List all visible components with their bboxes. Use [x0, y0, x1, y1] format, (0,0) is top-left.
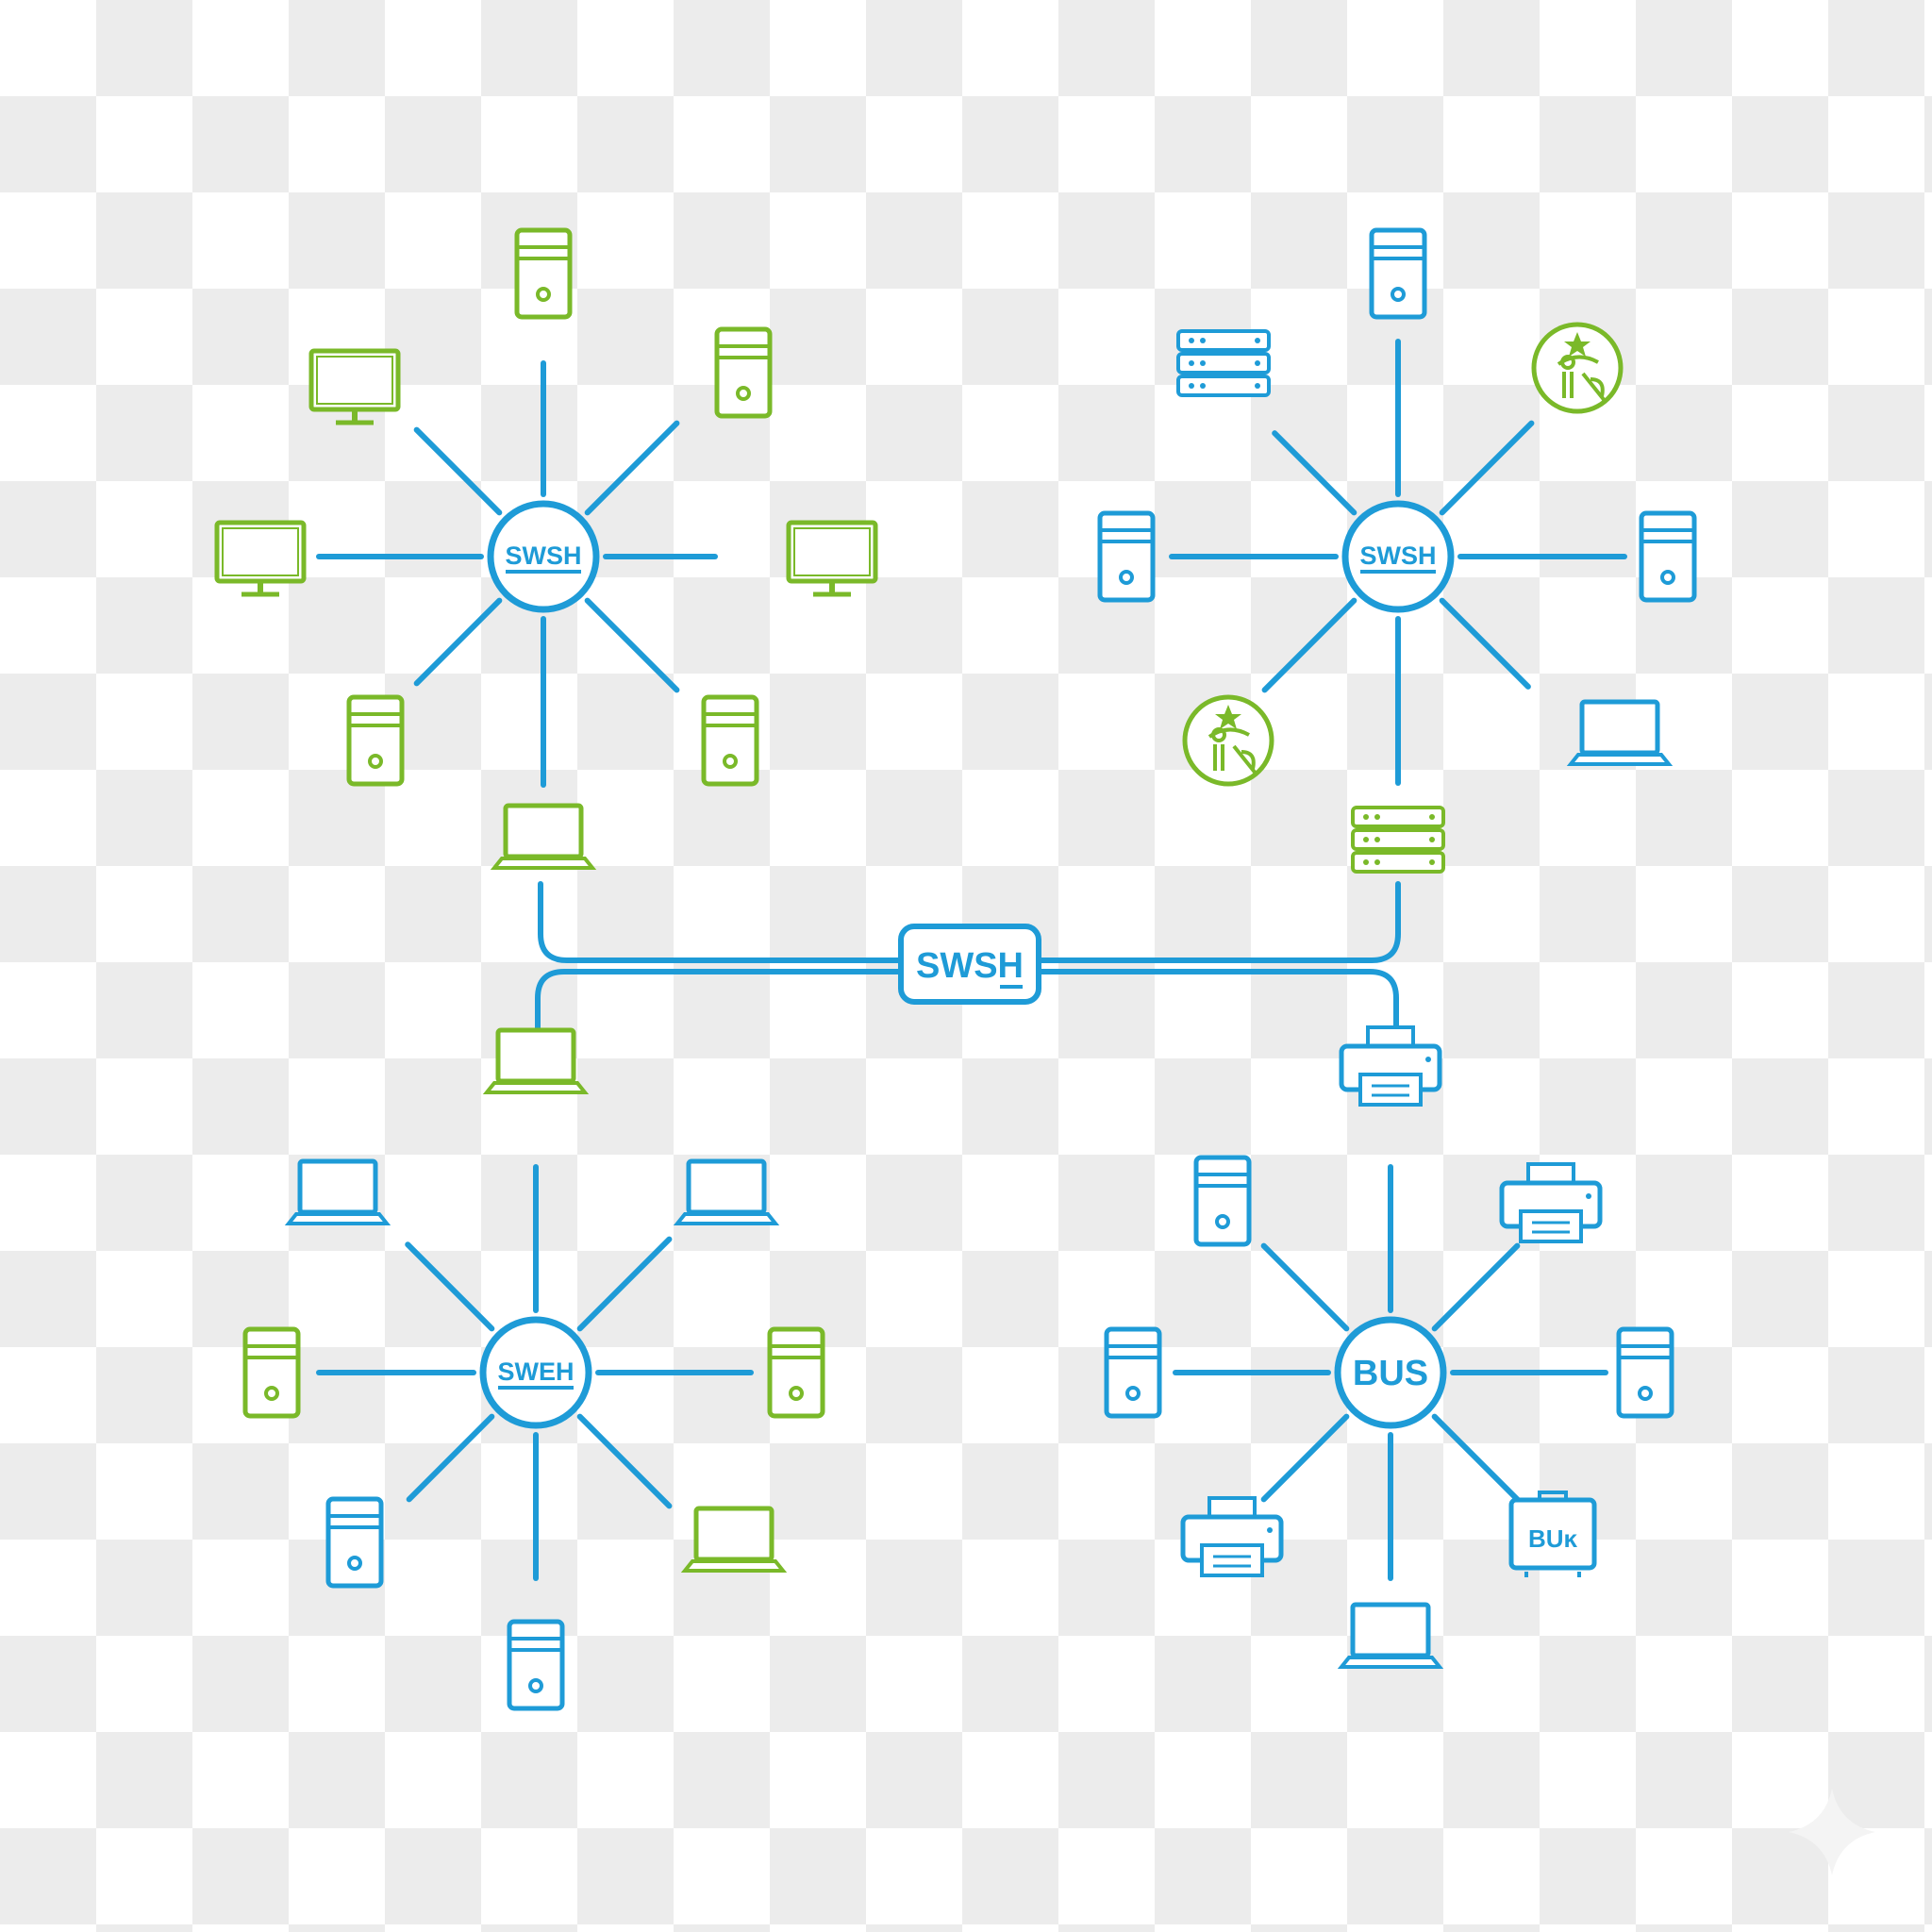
- bag-icon-label: BUĸ: [1528, 1524, 1578, 1553]
- rack-server-icon[interactable]: [1176, 329, 1271, 397]
- tower-icon[interactable]: [1369, 227, 1427, 320]
- tower-icon[interactable]: [1639, 510, 1697, 603]
- laptop-icon[interactable]: [680, 1506, 788, 1573]
- device-layer: BUĸ: [214, 227, 1697, 1711]
- spoke-link: [1261, 597, 1357, 693]
- hub-swsh-1[interactable]: SWSH: [487, 500, 600, 613]
- tower-icon[interactable]: [1097, 510, 1156, 603]
- laptop-icon[interactable]: [482, 1027, 590, 1094]
- hub-label: SWSH: [506, 541, 582, 570]
- monitor-icon[interactable]: [214, 520, 307, 597]
- monitor-icon[interactable]: [308, 348, 401, 425]
- sparkle-icon: [1789, 1789, 1875, 1875]
- tower-icon[interactable]: [767, 1326, 825, 1419]
- laptop-icon[interactable]: [284, 1158, 391, 1225]
- spoke-link: [1439, 597, 1531, 690]
- hub-label: BUS: [1353, 1354, 1428, 1393]
- spoke-link: [1272, 430, 1357, 516]
- tower-icon[interactable]: [242, 1326, 301, 1419]
- tower-icon[interactable]: [701, 694, 759, 787]
- spoke-link: [1431, 1413, 1527, 1509]
- backbone-bus: SWSH: [535, 881, 1401, 1058]
- spoke-link: [576, 1413, 673, 1509]
- laptop-icon[interactable]: [1566, 699, 1674, 766]
- tower-icon[interactable]: [325, 1496, 384, 1589]
- laptop-icon[interactable]: [1337, 1602, 1444, 1669]
- hub-sweh-3[interactable]: SWEH: [479, 1316, 592, 1429]
- hub-label: SWEH: [498, 1357, 575, 1386]
- tower-icon[interactable]: [507, 1619, 565, 1711]
- backbone-line-bottom: [535, 969, 1399, 1058]
- hub-bus-4[interactable]: BUS: [1334, 1316, 1447, 1429]
- link-layer: [316, 339, 1627, 1581]
- rack-server-icon[interactable]: [1351, 806, 1445, 874]
- tower-icon[interactable]: [346, 694, 405, 787]
- backbone-line-top: [538, 881, 1401, 963]
- spoke-link: [576, 1236, 673, 1332]
- hub-label: SWSH: [1360, 541, 1437, 570]
- spoke-link: [405, 1241, 495, 1332]
- spoke-link: [584, 420, 680, 516]
- printer-icon[interactable]: [1339, 1025, 1442, 1107]
- hub-layer: SWSH SWSH SWEH BUS: [479, 500, 1455, 1429]
- spoke-link: [413, 597, 503, 687]
- spoke-link: [1439, 420, 1535, 516]
- spoke-link: [1260, 1242, 1350, 1332]
- tower-icon[interactable]: [1104, 1326, 1162, 1419]
- printer-icon[interactable]: [1180, 1496, 1284, 1577]
- tower-icon[interactable]: [1193, 1155, 1252, 1247]
- person-badge-icon[interactable]: [1531, 322, 1624, 414]
- tower-icon[interactable]: [714, 326, 773, 419]
- laptop-icon[interactable]: [490, 803, 597, 870]
- person-badge-icon[interactable]: [1182, 694, 1274, 787]
- spoke-link: [1431, 1242, 1521, 1332]
- spoke-link: [406, 1413, 495, 1503]
- backbone-switch-label: SWSH: [916, 946, 1024, 986]
- spoke-link: [584, 597, 680, 693]
- backbone-switch[interactable]: SWSH: [898, 924, 1041, 1005]
- tower-icon[interactable]: [514, 227, 573, 320]
- monitor-icon[interactable]: [786, 520, 878, 597]
- hub-swsh-2[interactable]: SWSH: [1341, 500, 1455, 613]
- printer-icon[interactable]: [1499, 1162, 1603, 1243]
- spoke-link: [1260, 1413, 1350, 1503]
- tower-icon[interactable]: [1616, 1326, 1674, 1419]
- spoke-link: [413, 426, 503, 516]
- laptop-icon[interactable]: [673, 1158, 780, 1225]
- bag-icon[interactable]: BUĸ: [1508, 1491, 1597, 1577]
